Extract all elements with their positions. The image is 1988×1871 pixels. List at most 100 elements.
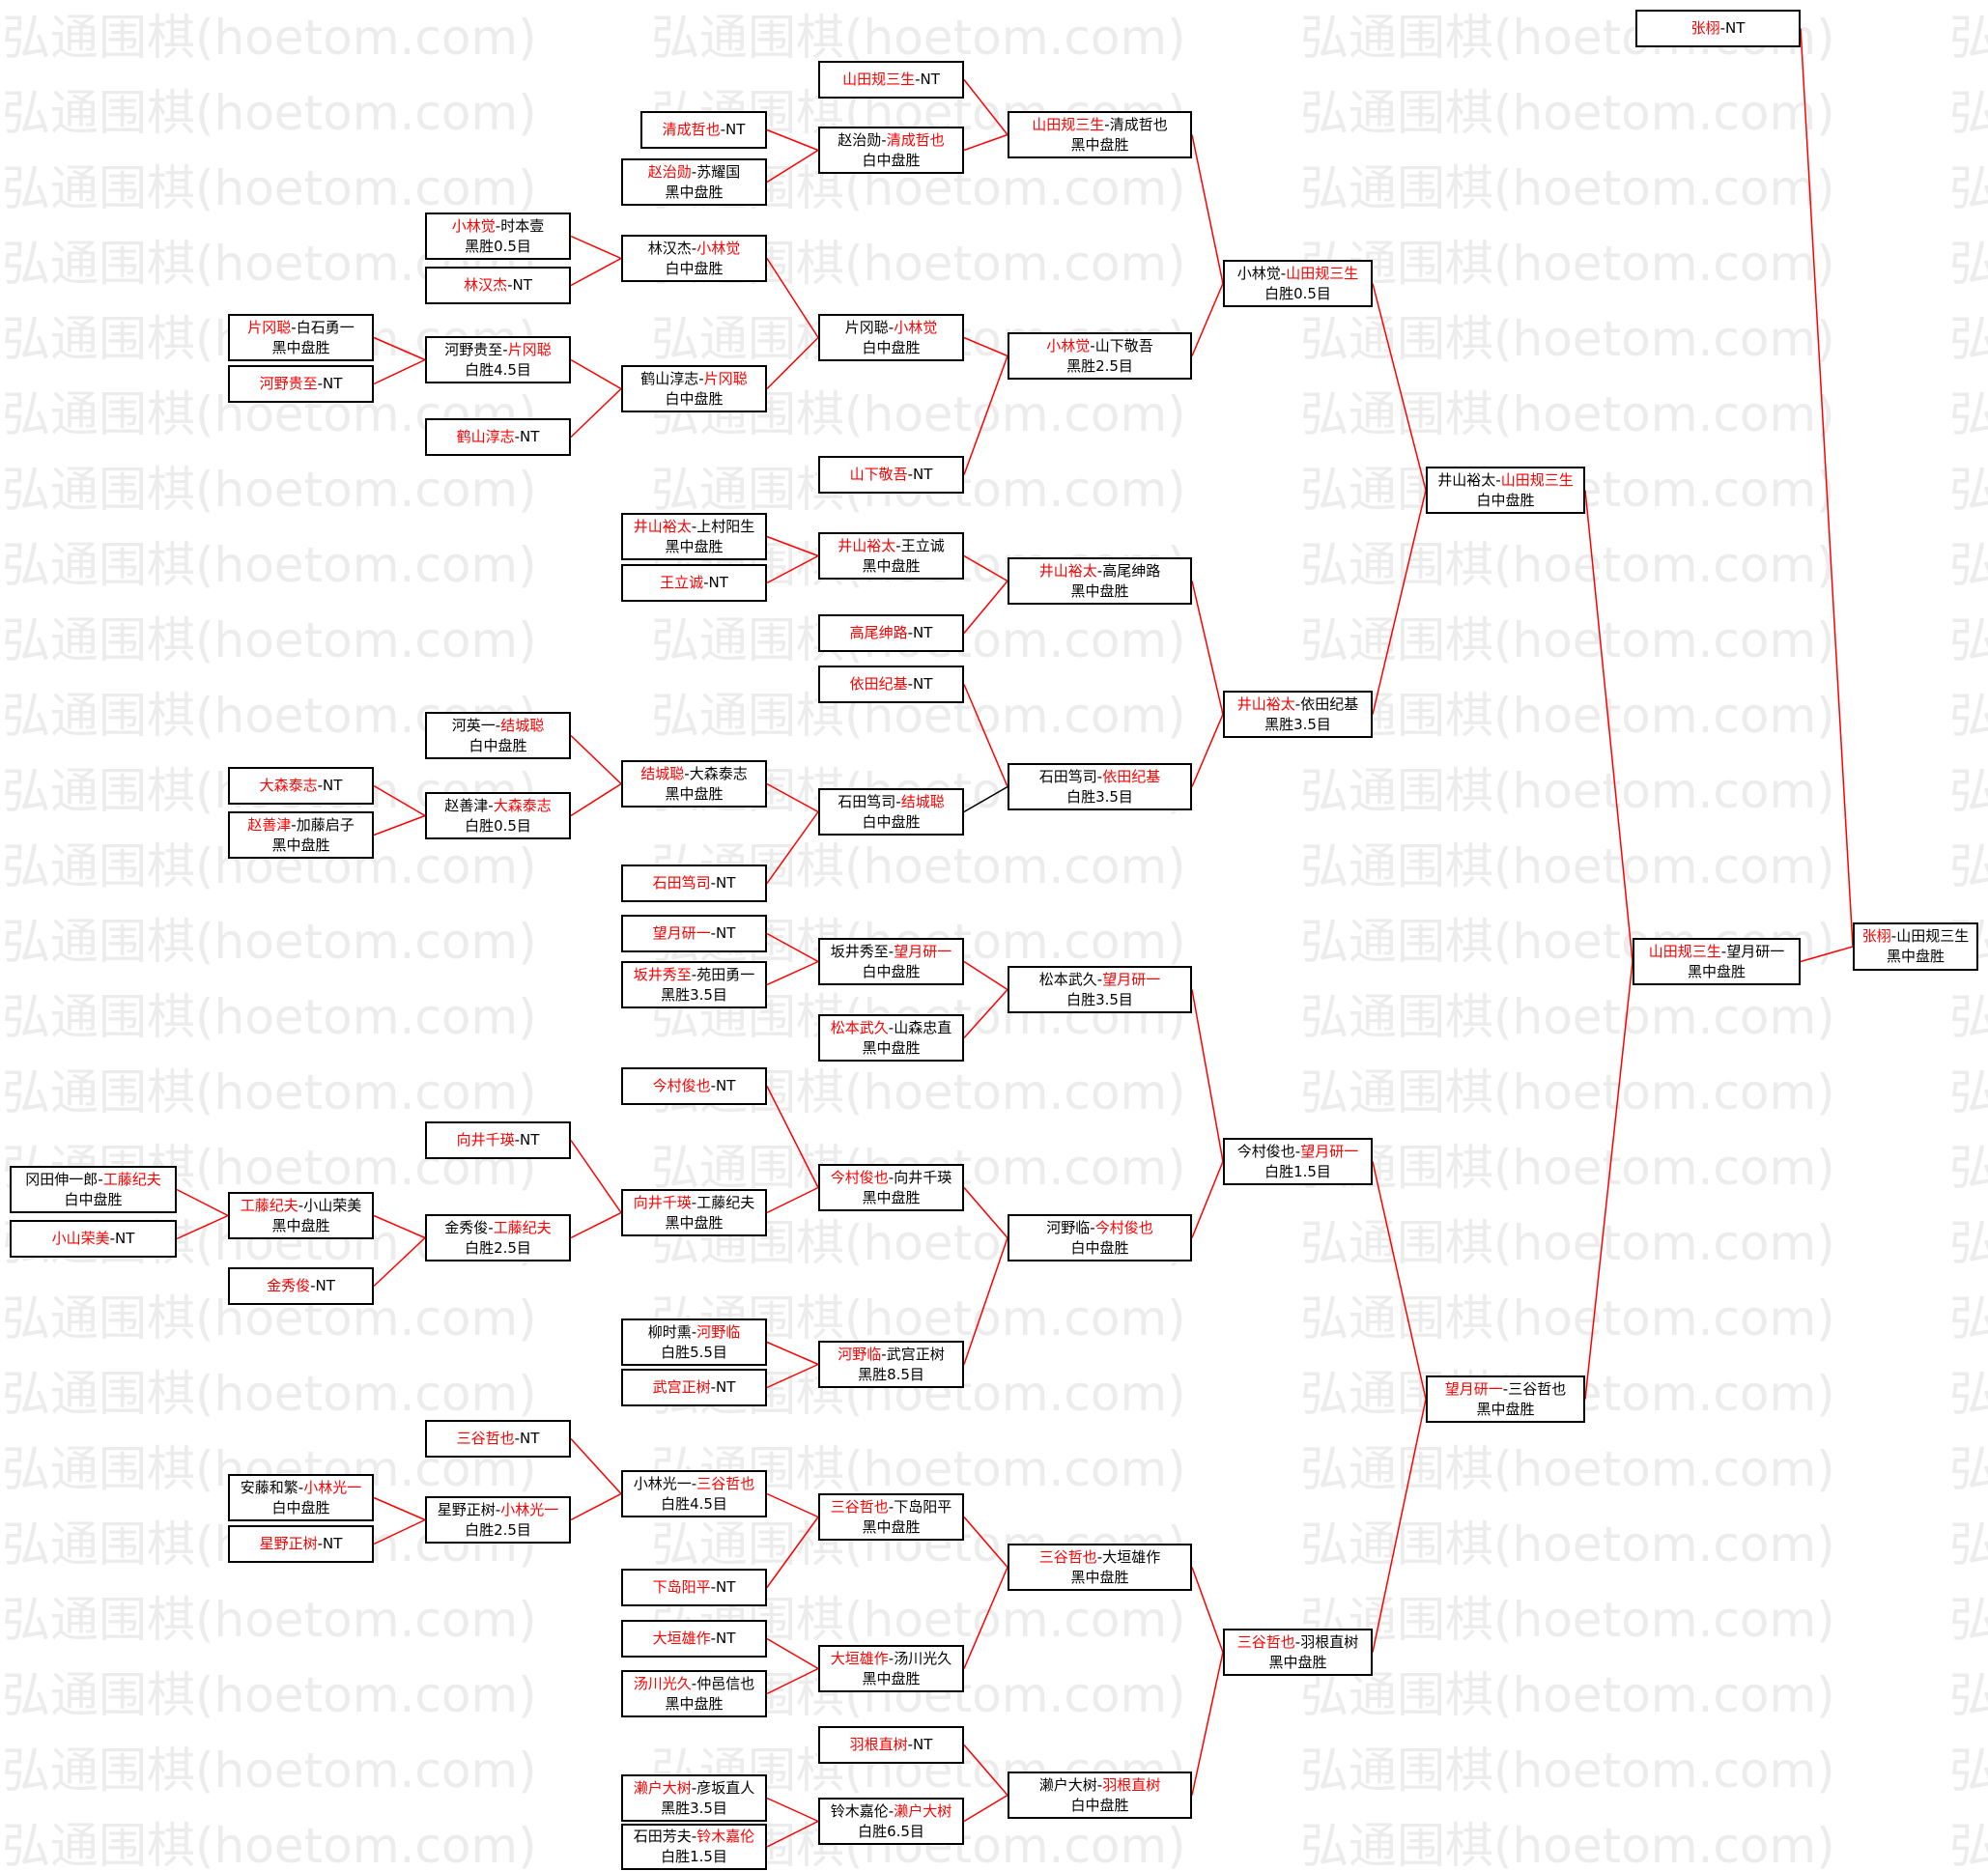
winner-name: 武宫正树	[652, 1378, 711, 1396]
match-players: 濑户大树-彦坂直人	[634, 1778, 754, 1799]
match-result: 白胜4.5目	[465, 360, 531, 381]
match-result: 黑胜2.5目	[1066, 356, 1133, 377]
match-players: 河英一-结城聪	[452, 716, 544, 736]
bracket-box-sakai-sonoda: 坂井秀至-苑田勇一黑胜3.5目	[621, 961, 767, 1008]
bracket-box-ogaki-yukawa: 大垣雄作-汤川光久黑中盘胜	[818, 1645, 964, 1692]
match-result: 白中盘胜	[271, 1498, 329, 1518]
match-result: 白胜2.5目	[465, 1520, 531, 1541]
connector-line	[1800, 28, 1854, 948]
bracket-box-seto-hane: 濑户大树-羽根直树白中盘胜	[1008, 1772, 1192, 1819]
winner-name: 星野正树	[259, 1535, 318, 1552]
player-text: 小林光一-	[633, 1474, 697, 1492]
match-result: 黑中盘胜	[665, 183, 723, 203]
match-result: 白胜0.5目	[1264, 284, 1331, 304]
player-text: 片冈聪-	[844, 318, 895, 336]
connector-line	[570, 1437, 622, 1495]
winner-name: 三谷哲也	[1038, 1547, 1097, 1566]
player-text: -依田纪基	[1294, 695, 1359, 713]
connector-line	[766, 554, 819, 584]
player-text: -仲邑信也	[691, 1674, 755, 1692]
player-text: 黑中盘胜	[1070, 135, 1129, 154]
winner-name: 小林光一	[500, 1500, 559, 1518]
match-players: 小林光一-三谷哲也	[634, 1474, 754, 1494]
connector-line	[373, 336, 426, 361]
match-result: 黑中盘胜	[665, 1213, 723, 1233]
bracket-box-omori-nt: 大森泰志-NT	[228, 767, 374, 805]
player-text: -NT	[907, 675, 933, 693]
player-text: 黑胜3.5目	[1264, 715, 1331, 733]
connector-line	[766, 1797, 819, 1823]
connector-line	[766, 811, 819, 884]
match-result: 黑中盘胜	[271, 836, 329, 856]
winner-name: 工藤纪夫	[493, 1218, 552, 1236]
bracket-box-kiyonari-nt: 清成哲也-NT	[640, 111, 767, 149]
winner-name: 井山裕太	[838, 536, 896, 554]
player-text: 濑户大树-	[1038, 1775, 1103, 1794]
winner-name: 河野临	[838, 1345, 882, 1363]
winner-name: 山田规三生	[842, 71, 916, 88]
winner-name: 小林觉	[894, 318, 938, 336]
match-players: 今村俊也-望月研一	[1237, 1142, 1358, 1162]
match-result: 黑中盘胜	[862, 1517, 920, 1538]
watermark-text: 弘通围棋(hoetom.com)	[1300, 989, 1835, 1045]
player-text: 白胜2.5目	[465, 1520, 531, 1539]
connector-line	[570, 1492, 622, 1521]
player-text: 黑胜0.5目	[465, 237, 531, 255]
player-text: 河野临-	[1046, 1218, 1095, 1236]
player-text: 小林觉-	[1236, 264, 1287, 282]
player-text: 林汉杰-	[647, 239, 697, 257]
player-text: 白胜3.5目	[1066, 787, 1133, 806]
match-result: 黑中盘胜	[862, 1669, 920, 1689]
player-text: 柳时熏-	[647, 1322, 697, 1341]
winner-name: 三谷哲也	[456, 1430, 515, 1447]
player-text: -NT	[907, 466, 933, 483]
watermark-text: 弘通围棋(hoetom.com)	[1949, 1366, 1988, 1422]
match-players: 濑户大树-羽根直树	[1039, 1775, 1160, 1796]
player-text: -NT	[109, 1230, 135, 1247]
bracket-box-takao-nt: 高尾绅路-NT	[818, 614, 964, 652]
bracket-box-mukai-nt: 向井千瑛-NT	[425, 1121, 571, 1159]
connector-line	[570, 1211, 622, 1239]
connector-line	[1191, 1161, 1224, 1238]
player-text: -望月研一	[1720, 942, 1785, 960]
match-players: 小林觉-山下敬吾	[1046, 336, 1152, 356]
match-players: 石田芳夫-铃木嘉伦	[634, 1827, 754, 1847]
winner-name: 清成哲也	[886, 130, 945, 149]
player-text: -NT	[710, 1578, 736, 1596]
bracket-box-ishidaatsushi-yuki: 石田笃司-结城聪白中盘胜	[818, 788, 964, 836]
match-players: 石田笃司-依田纪基	[1039, 767, 1160, 787]
player-text: -山下敬吾	[1090, 336, 1153, 354]
watermark-text: 弘通围棋(hoetom.com)	[2, 537, 537, 593]
winner-name: 张栩	[1861, 927, 1891, 945]
player-text: 黑胜2.5目	[1066, 356, 1133, 375]
connector-line	[176, 1188, 229, 1217]
winner-name: 井山裕太	[1038, 561, 1097, 580]
player-text: 白中盘胜	[862, 338, 921, 356]
player-text: 安藤和繁-	[240, 1478, 304, 1496]
match-players: 赵治勋-苏耀国	[648, 162, 740, 183]
winner-name: 濑户大树	[894, 1801, 952, 1820]
watermark-text: 弘通围棋(hoetom.com)	[1949, 612, 1988, 668]
connector-line	[373, 784, 426, 817]
match-players: 片冈聪-白石勇一	[247, 318, 354, 338]
watermark-text: 弘通围棋(hoetom.com)	[1949, 1290, 1988, 1347]
winner-name: 大森泰志	[259, 777, 318, 794]
player-text: -羽根直树	[1294, 1632, 1359, 1651]
player-text: -NT	[710, 1630, 736, 1647]
bracket-box-kawanotakashi-kataoka: 河野贵至-片冈聪白胜4.5目	[425, 336, 571, 383]
player-text: -小山荣美	[298, 1196, 362, 1214]
match-players: 三谷哲也-大垣雄作	[1039, 1547, 1160, 1568]
player-text: -加藤启子	[291, 815, 355, 834]
match-result: 白胜3.5目	[1066, 787, 1133, 808]
connector-line	[176, 1214, 229, 1240]
player-text: 白胜5.5目	[661, 1343, 727, 1361]
winner-name: 片冈聪	[703, 369, 748, 387]
watermark-text: 弘通围棋(hoetom.com)	[1300, 1667, 1835, 1723]
match-players: 林汉杰-小林觉	[648, 239, 740, 259]
match-players: 汤川光久-仲邑信也	[634, 1674, 754, 1694]
player-text: 白中盘胜	[64, 1190, 123, 1208]
bracket-box-tsuruyama-kataoka: 鹤山淳志-片冈聪白中盘胜	[621, 365, 767, 412]
match-result: 白胜3.5目	[1066, 990, 1133, 1010]
connector-line	[963, 1517, 1008, 1568]
